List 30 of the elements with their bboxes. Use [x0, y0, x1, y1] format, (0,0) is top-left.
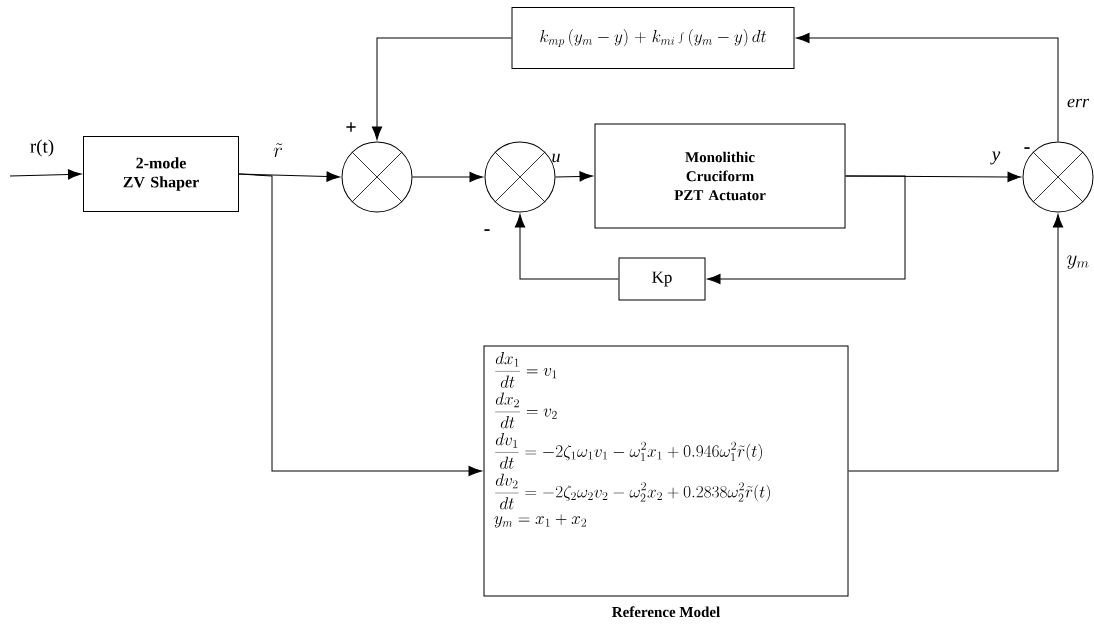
sign-label: +	[346, 122, 356, 132]
edge-label: err	[1067, 98, 1090, 108]
edge-label: y	[990, 151, 1001, 165]
edge-label: r(t)	[30, 139, 54, 157]
arrow	[412, 171, 483, 183]
equation: $\frac{dx_1}{dt} = v_1$	[495, 352, 557, 388]
block-box: Kp	[618, 257, 706, 301]
arrow	[707, 175, 906, 285]
arrow	[796, 32, 1059, 142]
block-box: 2-mode ZV Shaper	[83, 136, 239, 212]
equation: $\frac{dv_2}{dt} = -2\zeta_2\omega_2 v_2 - \omega_2^2 x_2 + 0.2838\omega_2^2\tilde{r}(t)$	[495, 473, 770, 510]
box-caption: Reference Model	[612, 606, 720, 618]
arrow	[555, 171, 593, 182]
sign-label: -	[1024, 147, 1030, 149]
equation: $\frac{dv_1}{dt} = -2\zeta_1\omega_1 v_1 - \omega_1^2 x_1 + 0.946\omega_1^2\tilde{r}(t)$	[495, 433, 762, 469]
formula-box: $k_{mp}\left(y_m - y\right) + k_{mi}\int\left(y_m - y\right)dt$	[511, 7, 795, 69]
summing-junction	[1022, 141, 1094, 213]
summing-junction	[341, 141, 413, 213]
arrow	[9, 169, 82, 180]
block-box: Monolithic Cruciform PZT Actuator	[594, 123, 846, 229]
arrow	[238, 173, 482, 477]
equation: $\frac{dx_2}{dt} = v_2$	[495, 392, 557, 429]
edge-label: u	[552, 153, 560, 163]
edge-label: $y_m$	[1067, 255, 1089, 269]
sign-label: -	[484, 229, 490, 231]
arrow	[848, 214, 1064, 472]
arrow	[371, 37, 512, 140]
edge-label: $\tilde{r}$	[273, 143, 283, 157]
arrow	[514, 214, 619, 280]
equation: $y_m = x_1 + x_2$	[494, 514, 587, 528]
